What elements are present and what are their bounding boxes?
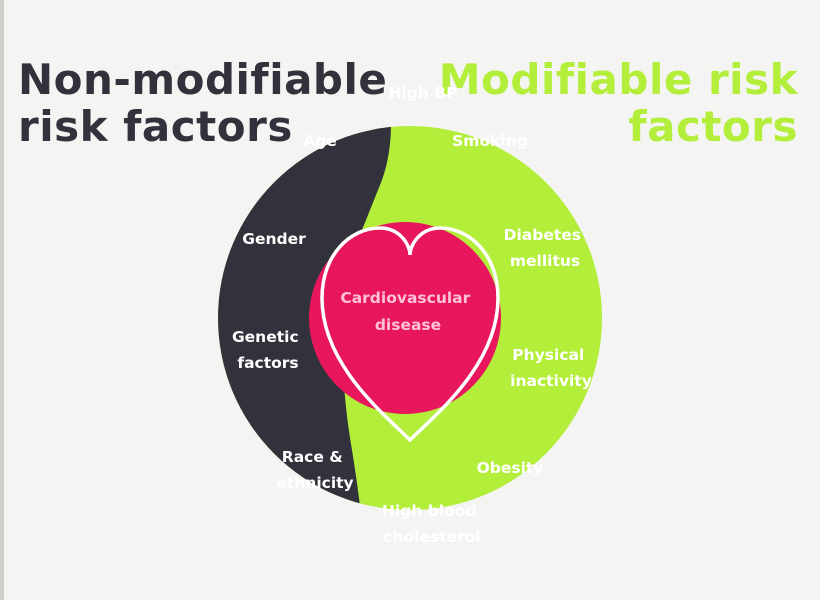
modifiable-heading-line-1: Modifiable risk [438,55,798,104]
center-circle [309,222,501,414]
heart-icon [320,226,500,443]
factor-obesity: Obesity [477,459,544,477]
factor-smoking: Smoking [452,132,528,150]
factor-age: Age [303,132,337,150]
factor-race-ethnicity: Race & ethnicity [276,448,353,492]
factor-genetic-factors: Genetic factors [232,328,304,372]
non-modifiable-heading-line-1: Non-modifiable [18,55,388,104]
modifiable-heading: Modifiable risk factors [439,56,798,150]
factor-physical-inactivity: Physical inactivity [510,346,592,390]
non-modifiable-heading-line-2: risk factors [18,102,293,152]
factor-gender: Gender [242,230,306,248]
modifiable-heading-line-2: factors [628,102,798,152]
non-modifiable-heading: Non-modifiable risk factors [18,56,387,150]
center-label: Cardiovascular disease [340,289,475,334]
factor-high-bp: High BP [389,84,458,102]
factor-diabetes-mellitus: Diabetes mellitus [504,226,587,270]
factor-high-blood-cholesterol: High blood cholesterol [382,502,482,546]
